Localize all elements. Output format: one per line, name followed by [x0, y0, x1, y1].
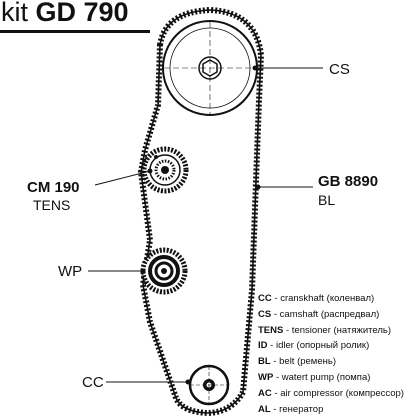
- label-crankshaft: CC: [82, 374, 104, 391]
- diagram-title: kit GD 790: [1, 0, 129, 28]
- label-belt-type: BL: [318, 192, 336, 208]
- legend-row-al: AL - генератор: [258, 403, 324, 415]
- leader-cs-dot: [252, 65, 258, 71]
- legend-row-tens: TENS - tensioner (натяжитель): [258, 324, 392, 336]
- title-kit: kit: [1, 0, 28, 27]
- water-pump-pulley: [140, 247, 188, 295]
- label-tensioner-type: TENS: [33, 197, 71, 213]
- label-camshaft: CS: [329, 61, 350, 78]
- legend: CC - cranskhaft (коленвал) CS - camshaft…: [258, 291, 404, 417]
- label-belt-code: GB 8890: [318, 173, 379, 190]
- legend-row-id: ID - idler (опорный ролик): [258, 340, 370, 352]
- label-water-pump: WP: [58, 263, 83, 280]
- belt-line: [140, 9, 262, 414]
- legend-row-bl: BL - belt (ремень): [258, 356, 336, 368]
- leader-wp-dot: [140, 268, 146, 274]
- legend-row-cc: CC - cranskhaft (коленвал): [258, 293, 375, 304]
- leader-cm: [94, 170, 151, 186]
- title-kit-code: GD 790: [35, 0, 129, 27]
- title-underline: [0, 30, 150, 33]
- label-tensioner-code: CM 190: [27, 179, 80, 196]
- tensioner-pulley: [141, 146, 189, 194]
- leader-gb-dot: [255, 184, 261, 190]
- crankshaft-pulley: [188, 364, 230, 406]
- legend-row-ac: AC - air compressor (компрессор): [258, 387, 404, 399]
- legend-row-wp: WP - watert pump (помпа): [258, 371, 371, 383]
- camshaft-pulley: [162, 20, 258, 116]
- leader-cm-dot: [147, 168, 153, 174]
- legend-row-cs: CS - camshaft (распредвал): [258, 308, 380, 320]
- leader-cc-dot: [185, 379, 191, 385]
